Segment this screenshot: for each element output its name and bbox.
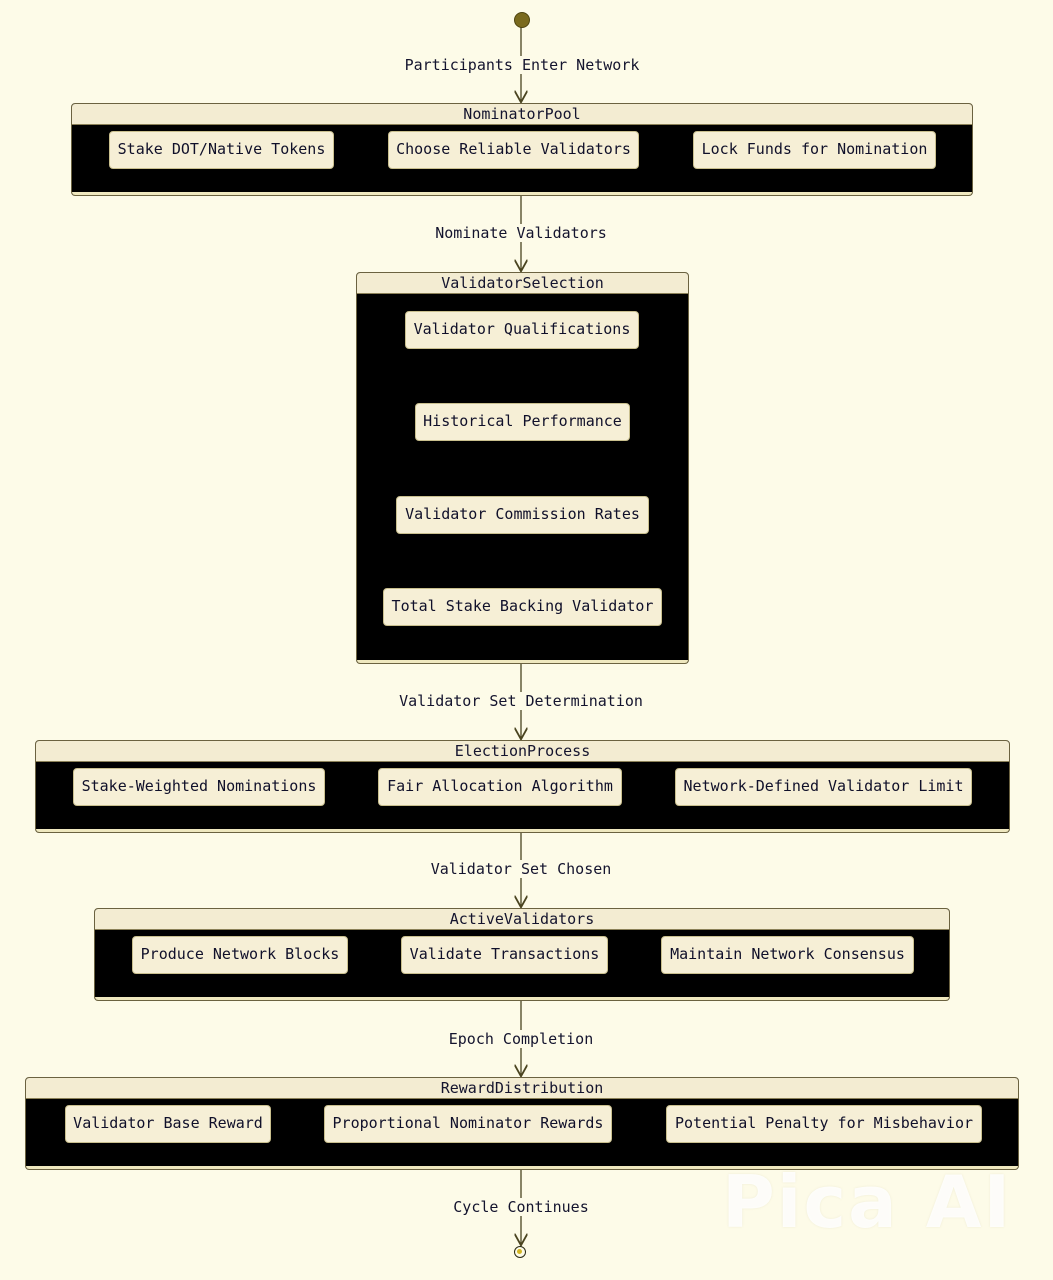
substate-validate-transactions: Validate Transactions (401, 936, 608, 974)
state-title: RewardDistribution (26, 1078, 1018, 1099)
edge-label-epoch-completion: Epoch Completion (446, 1030, 596, 1048)
state-nominator-pool: NominatorPool Stake DOT/Native Tokens Ch… (71, 103, 973, 196)
state-validator-selection: ValidatorSelection Validator Qualificati… (356, 272, 689, 664)
state-title: NominatorPool (72, 104, 972, 125)
state-title: ActiveValidators (95, 909, 949, 930)
substate-stake-tokens: Stake DOT/Native Tokens (109, 131, 334, 169)
end-node-dot (517, 1249, 522, 1254)
edge-label-validator-set-chosen: Validator Set Chosen (428, 860, 614, 878)
substate-validator-limit: Network-Defined Validator Limit (675, 768, 972, 806)
substate-choose-validators: Choose Reliable Validators (388, 131, 639, 169)
edge-label-nominate-validators: Nominate Validators (433, 224, 609, 242)
substate-fair-allocation: Fair Allocation Algorithm (378, 768, 622, 806)
substate-total-stake: Total Stake Backing Validator (383, 588, 662, 626)
substate-lock-funds: Lock Funds for Nomination (693, 131, 936, 169)
start-node (514, 12, 530, 28)
substate-historical-performance: Historical Performance (415, 403, 630, 441)
state-title: ValidatorSelection (357, 273, 688, 294)
watermark-logo: Pica AI (722, 1160, 1013, 1244)
substate-stake-weighted: Stake-Weighted Nominations (73, 768, 325, 806)
state-active-validators: ActiveValidators Produce Network Blocks … (94, 908, 950, 1001)
substate-penalty: Potential Penalty for Misbehavior (666, 1105, 982, 1143)
substate-base-reward: Validator Base Reward (65, 1105, 271, 1143)
state-election-process: ElectionProcess Stake-Weighted Nominatio… (35, 740, 1010, 833)
substate-maintain-consensus: Maintain Network Consensus (661, 936, 914, 974)
substate-nominator-rewards: Proportional Nominator Rewards (324, 1105, 612, 1143)
state-reward-distribution: RewardDistribution Validator Base Reward… (25, 1077, 1019, 1170)
end-node (514, 1246, 526, 1258)
substate-produce-blocks: Produce Network Blocks (132, 936, 348, 974)
edge-label-participants-enter: Participants Enter Network (402, 56, 642, 74)
edge-label-validator-set-determination: Validator Set Determination (397, 692, 645, 710)
state-title: ElectionProcess (36, 741, 1009, 762)
substate-validator-qualifications: Validator Qualifications (405, 311, 639, 349)
edge-label-cycle-continues: Cycle Continues (451, 1198, 591, 1216)
substate-commission-rates: Validator Commission Rates (396, 496, 649, 534)
